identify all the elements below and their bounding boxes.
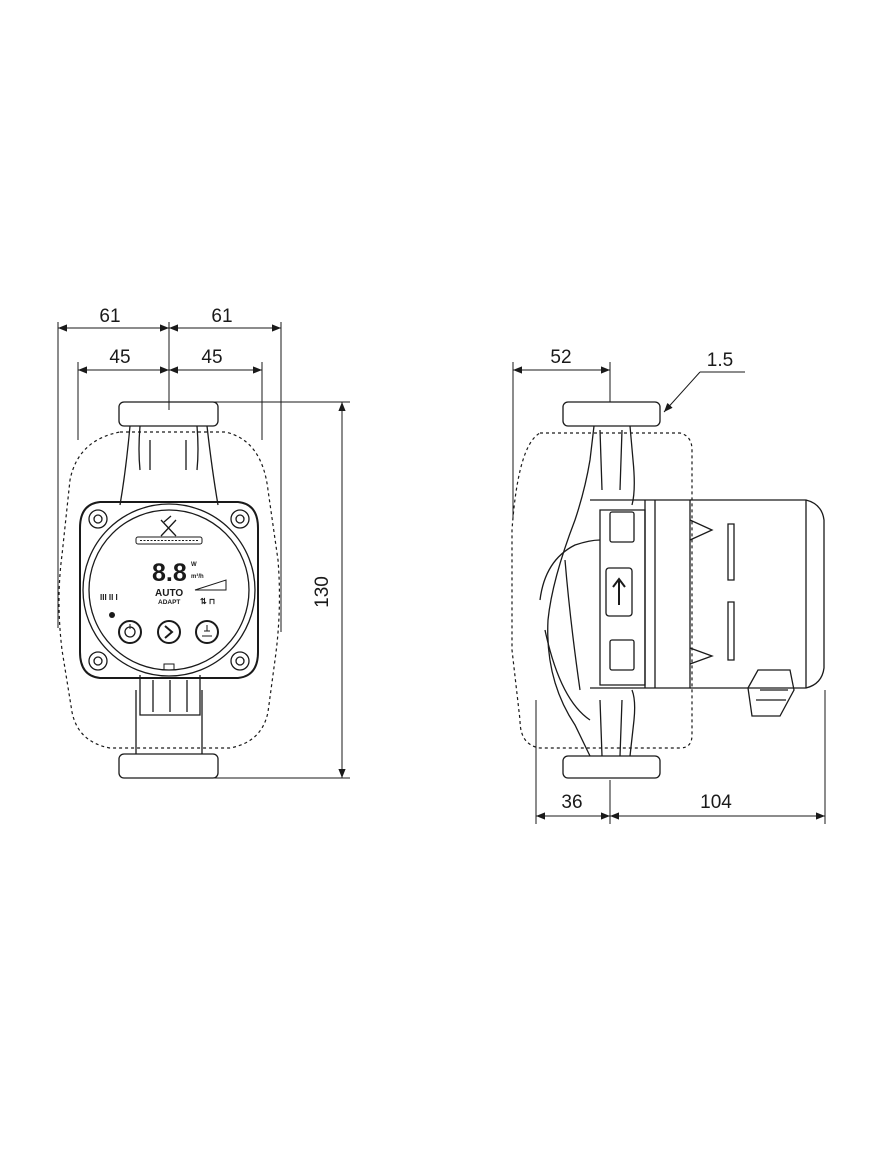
cable-plug-detail (756, 689, 788, 701)
dim-label-clearance: 1.5 (707, 350, 733, 371)
flow-triangle-icon (194, 579, 227, 591)
display-head-label: ⇅ ⊓ (200, 597, 215, 606)
connector-tab (163, 663, 175, 671)
dim-label-outer-left: 61 (99, 306, 120, 327)
side-view: 52 1.5 36 104 (511, 347, 826, 824)
arrow-up-icon (612, 577, 626, 605)
front-view: 61 61 45 45 130 (57, 306, 350, 779)
pump-body-right-upper (629, 425, 635, 506)
motor-front-plate (590, 499, 691, 689)
pump-body-right-lower (629, 689, 636, 757)
controller-housing (79, 501, 259, 679)
control-cover (599, 509, 646, 686)
bottom-flange (118, 753, 219, 779)
terminal-box (139, 675, 201, 716)
upper-terminal-block (609, 511, 635, 543)
display-unit-top: W (191, 562, 197, 568)
motor-plate-edges (644, 500, 656, 688)
dim-label-inner-right: 45 (201, 347, 222, 368)
side-top-flange (562, 401, 661, 427)
flow-direction-plate (605, 567, 633, 617)
dim-label-height: 130 (312, 576, 333, 608)
side-insulation-shell-outline (511, 432, 693, 749)
display-mode: AUTO (155, 588, 183, 599)
display-digits: 8.8 (152, 559, 187, 587)
clamp-clips (689, 519, 714, 665)
dim-label-inner-left: 45 (109, 347, 130, 368)
display-unit-bottom: m³/h (191, 573, 204, 580)
pump-volute-curves (539, 539, 601, 721)
brand-logo (135, 515, 203, 545)
insulation-shell-outline (58, 431, 281, 749)
upper-neck-inner (138, 425, 199, 471)
dim-label-side-top: 52 (550, 347, 571, 368)
pump-body-left-contour (547, 425, 595, 757)
controller-round-rim (82, 503, 256, 677)
lower-terminal-block (609, 639, 635, 671)
pump-volute-inner (564, 559, 581, 691)
upper-neck-ribs (149, 440, 187, 470)
dim-label-outer-right: 61 (211, 306, 232, 327)
status-led-icon (109, 612, 115, 618)
top-flange (118, 401, 219, 427)
chevron-right-icon (164, 625, 174, 639)
mode-button[interactable] (118, 620, 142, 644)
display-mode-sub: ADAPT (158, 599, 180, 606)
stator-housing (690, 499, 825, 689)
upper-neck (119, 425, 219, 506)
mounting-screws (88, 509, 250, 671)
leader-line-clearance (663, 371, 701, 413)
stator-slots (727, 523, 735, 661)
side-bottom-flange (562, 755, 661, 779)
cable-plug (747, 669, 795, 717)
lower-neck (135, 690, 203, 754)
select-button[interactable] (157, 620, 181, 644)
display-speed-marks: III II I (100, 593, 118, 602)
pump-icon (202, 625, 212, 637)
pump-body-ribs (599, 429, 623, 757)
dim-label-side-bottom-right: 104 (700, 792, 732, 813)
settings-button[interactable] (195, 620, 219, 644)
dim-label-side-bottom-left: 36 (561, 792, 582, 813)
